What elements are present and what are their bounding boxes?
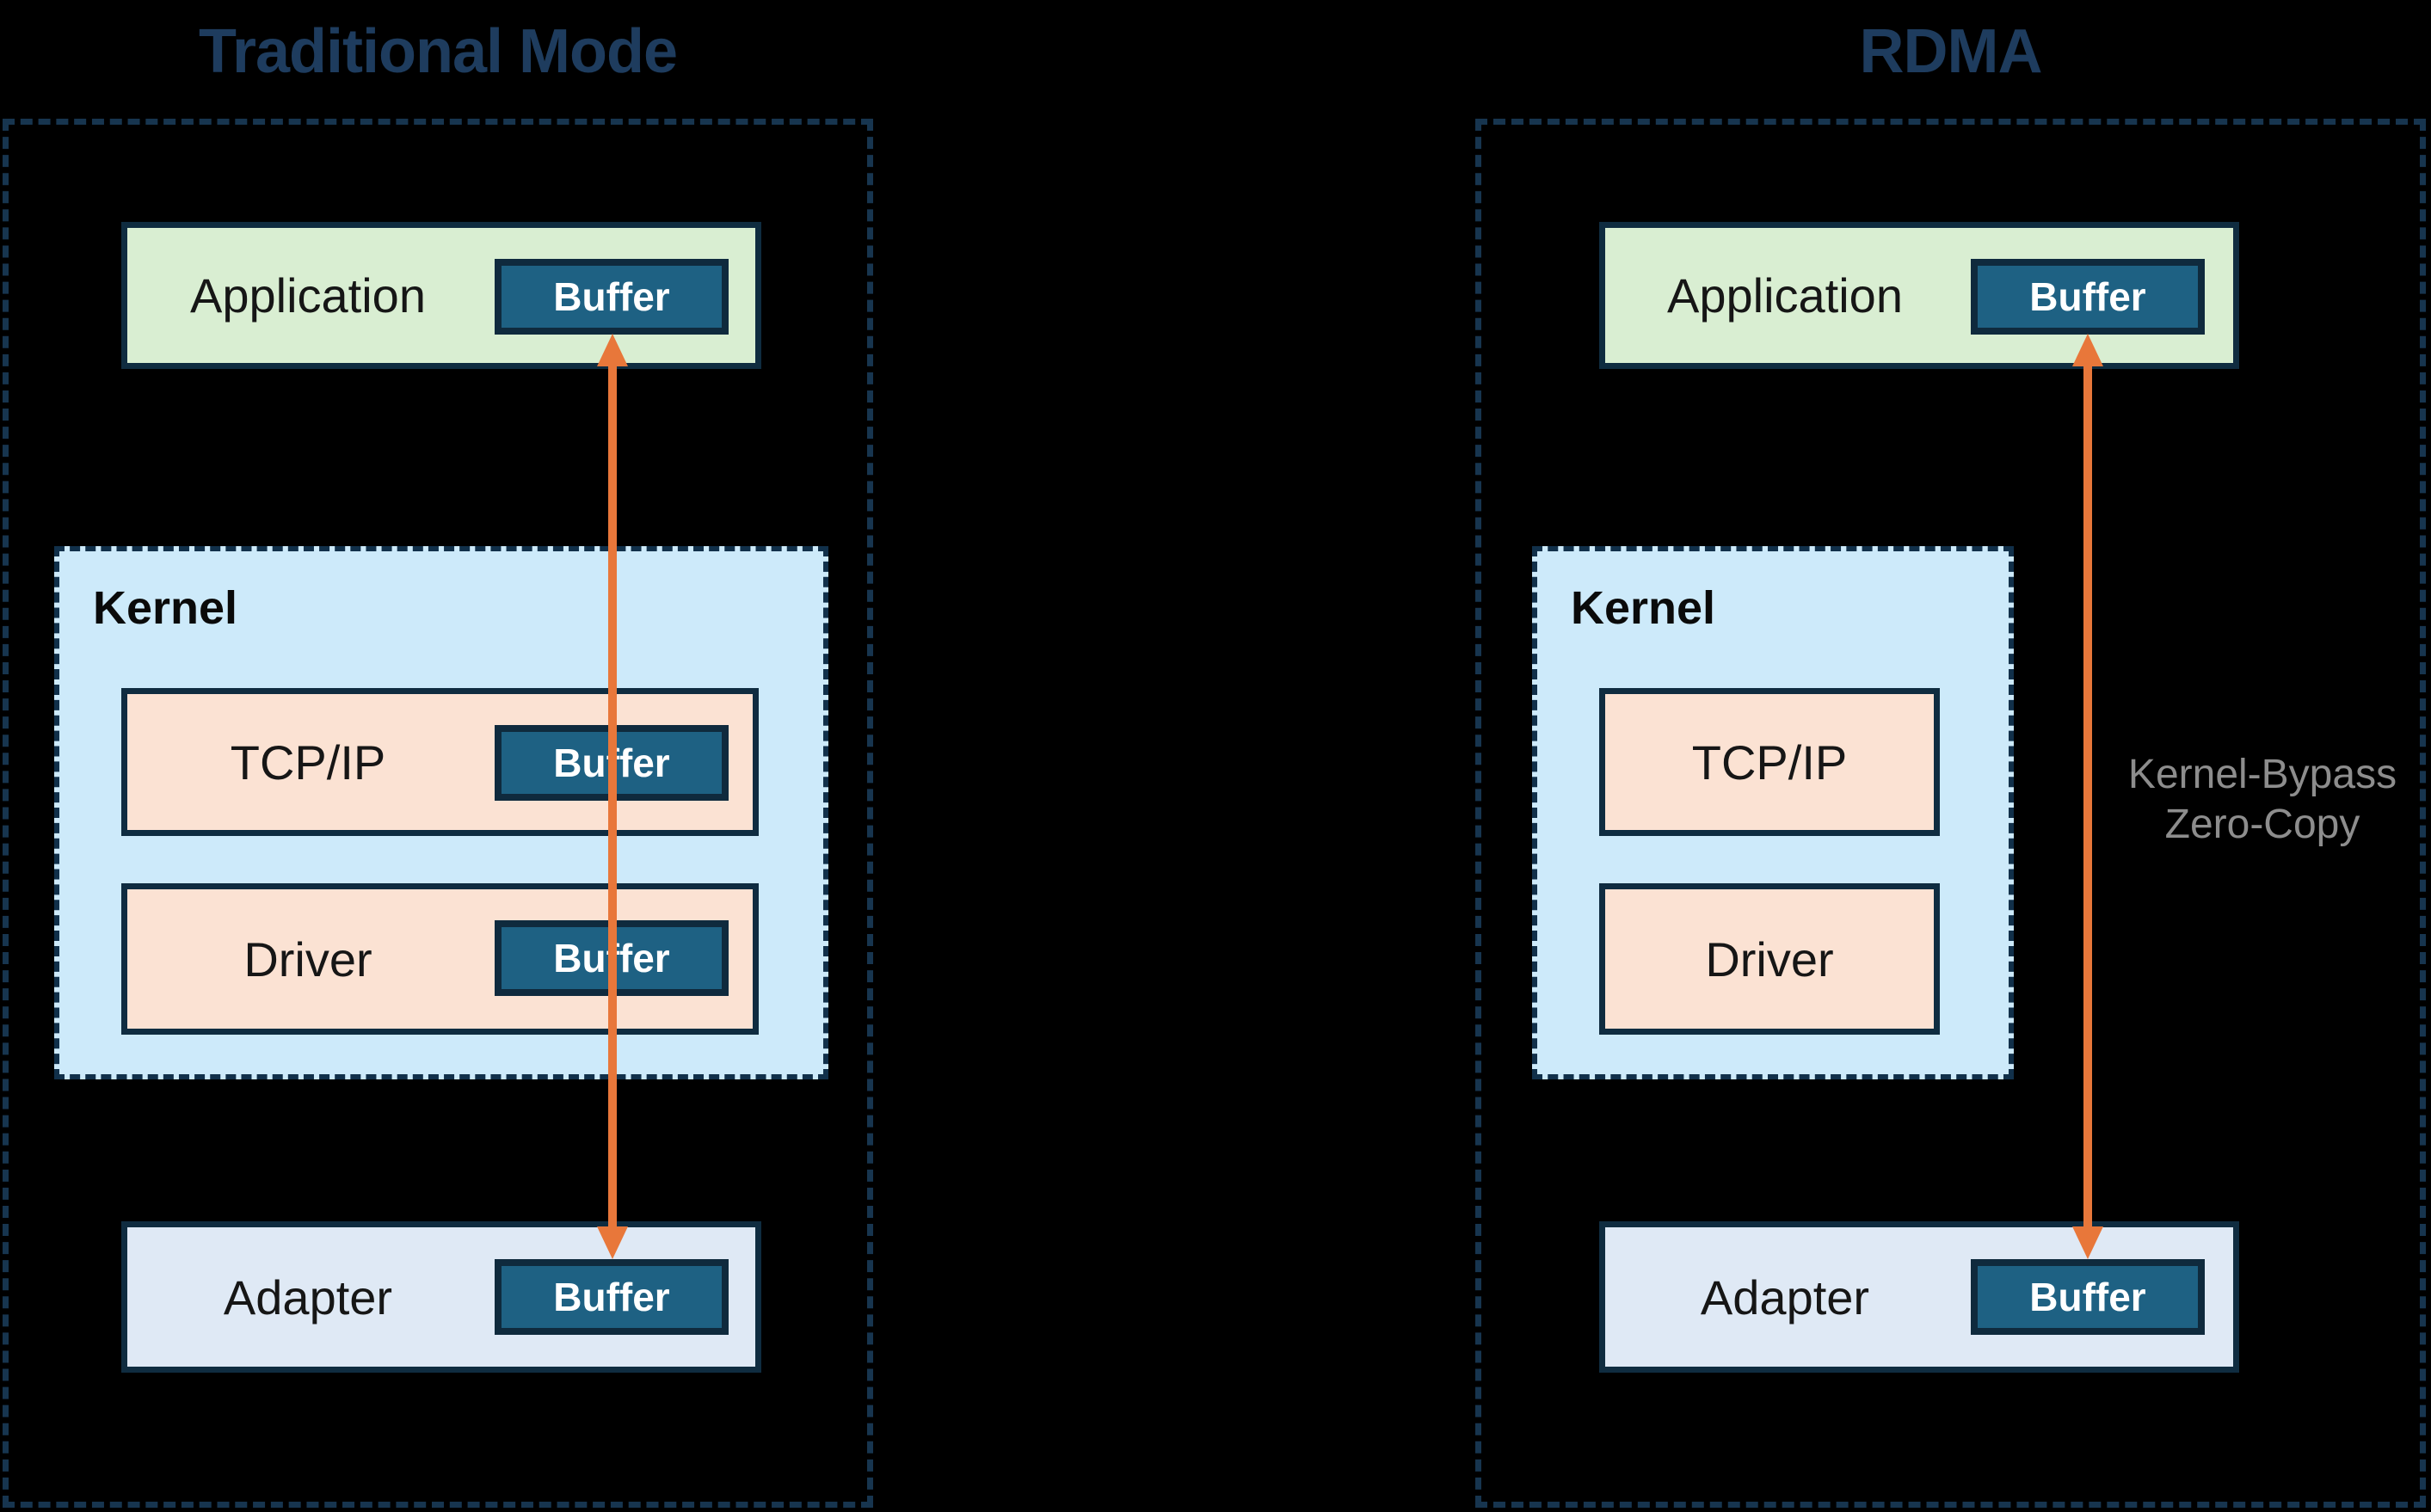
rdma-title: RDMA — [1859, 17, 2043, 86]
traditional-application-buffer: Buffer — [495, 259, 729, 335]
rdma-driver-box — [1599, 883, 1940, 1035]
traditional-mode-title: Traditional Mode — [198, 17, 678, 86]
rdma-application-buffer: Buffer — [1971, 259, 2205, 335]
rdma-bypass-arrow — [2072, 334, 2103, 1259]
rdma-container — [1475, 119, 2426, 1508]
rdma-tcpip-box — [1599, 688, 1940, 836]
kernel-bypass-annotation: Kernel-Bypass Zero-Copy — [2108, 750, 2417, 850]
rdma-bypass-arrow-shaft — [2083, 356, 2092, 1237]
traditional-adapter-buffer: Buffer — [495, 1259, 729, 1335]
rdma-kernel-label: Kernel — [1571, 582, 1716, 634]
traditional-copy-arrow-shaft — [608, 356, 617, 1237]
kernel-bypass-annotation-line2: Zero-Copy — [2164, 802, 2360, 847]
traditional-kernel-label: Kernel — [93, 582, 238, 634]
kernel-bypass-annotation-line1: Kernel-Bypass — [2127, 752, 2397, 797]
traditional-mode-container — [3, 119, 873, 1508]
rdma-adapter-buffer: Buffer — [1971, 1259, 2205, 1335]
traditional-copy-arrow — [597, 334, 628, 1259]
